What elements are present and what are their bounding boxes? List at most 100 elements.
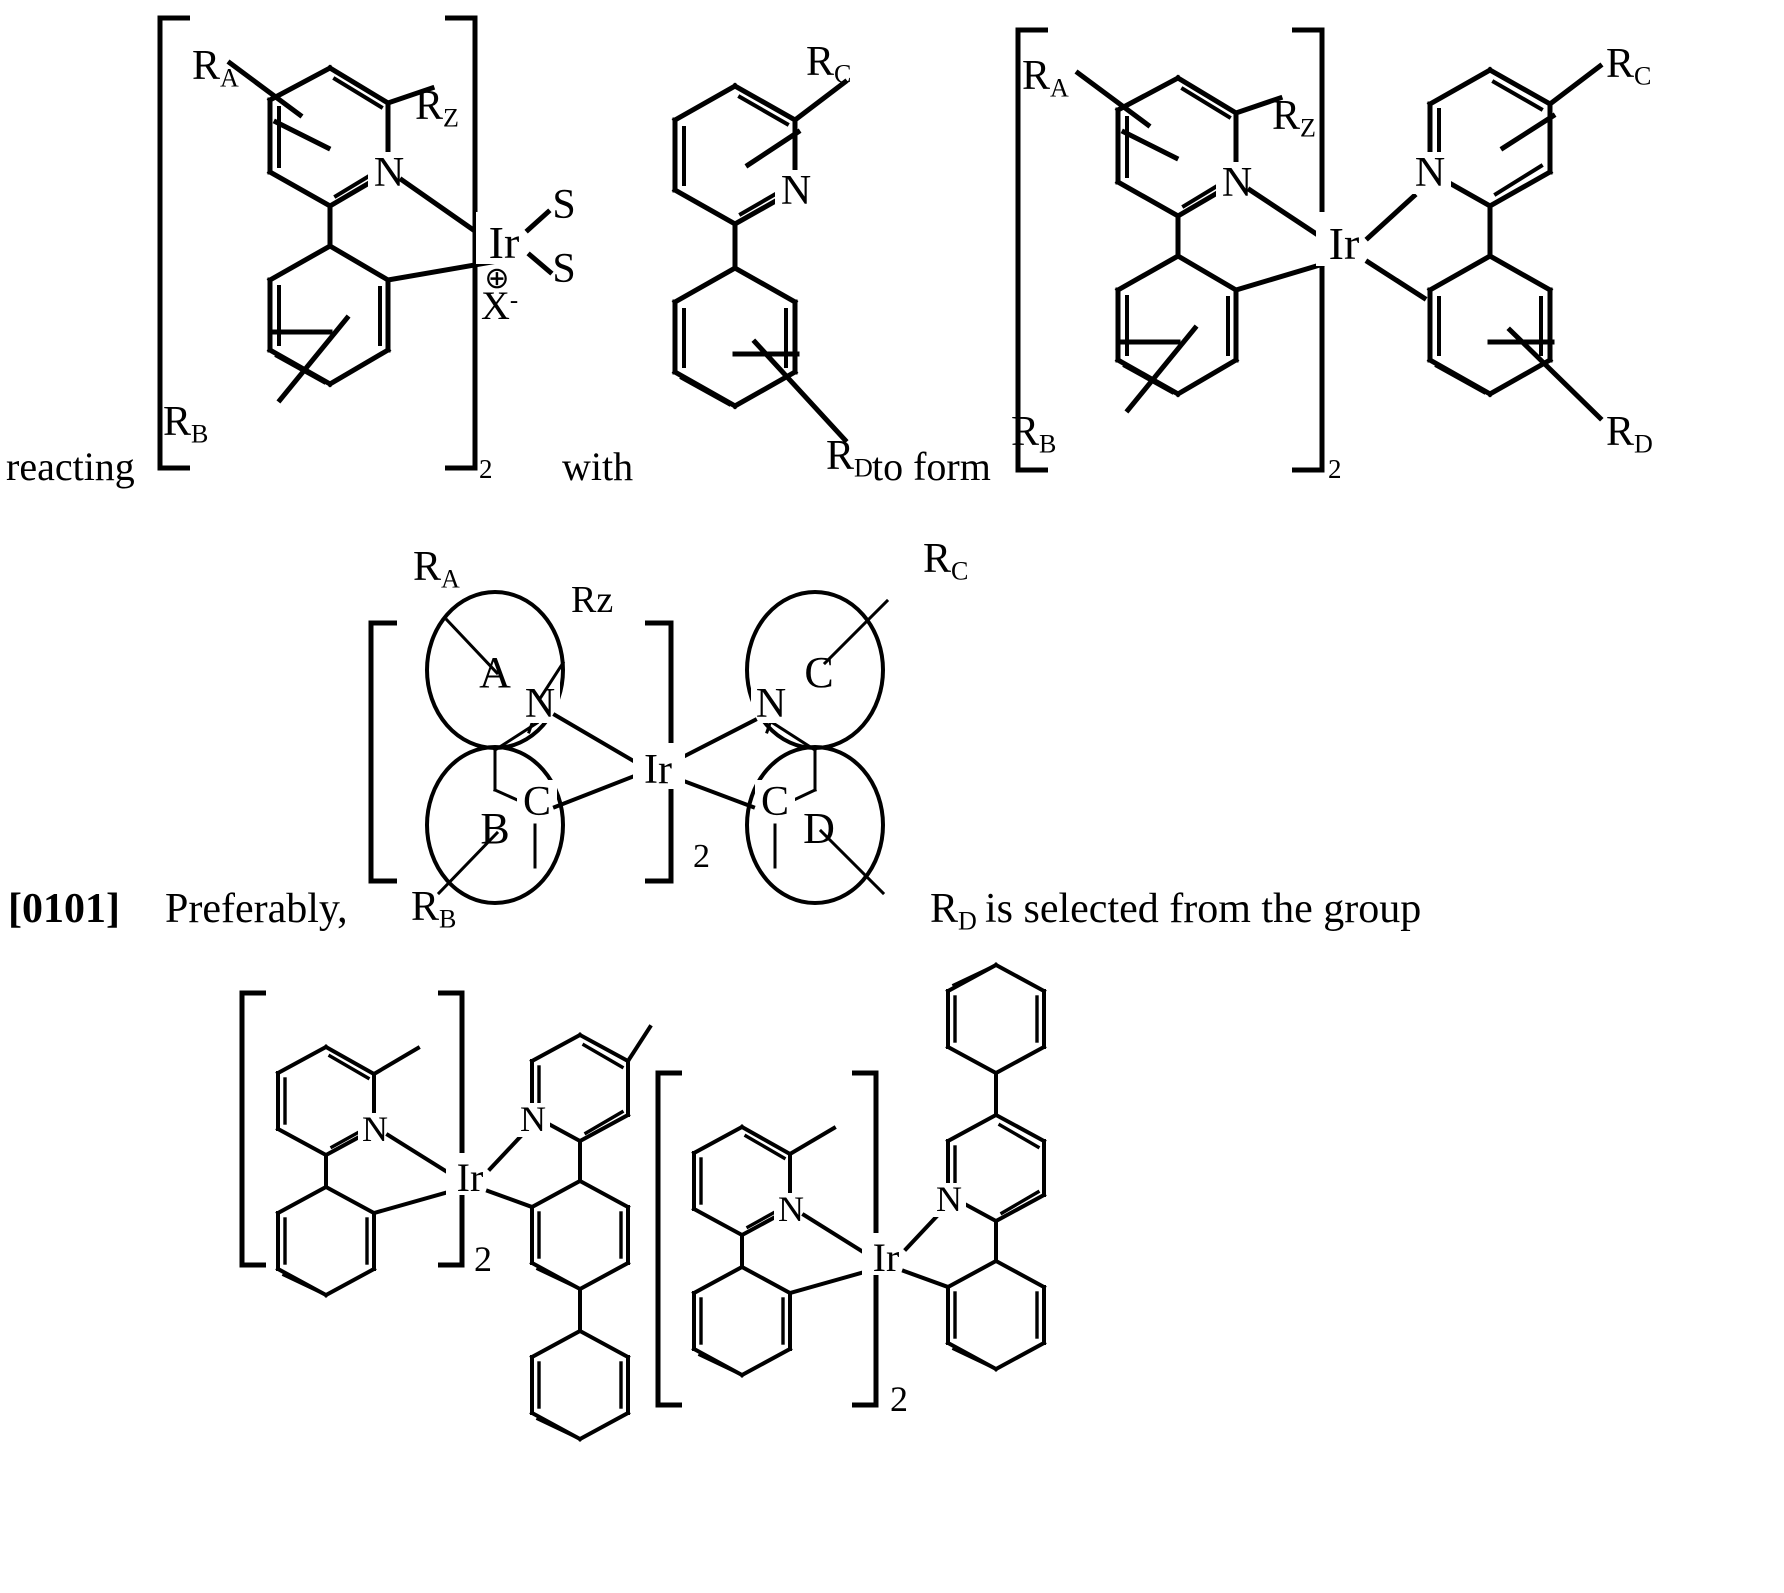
atom-label-n: N [781, 168, 811, 214]
label-ra-3: RA [1022, 52, 1069, 103]
bond-rd-4 [818, 828, 886, 896]
n-label-bg-3l [1216, 162, 1258, 204]
atom-label-n: N [778, 1189, 804, 1229]
bond-rb-3 [1124, 324, 1199, 414]
phenyl-substituent-ring-6 [945, 962, 1047, 1076]
bond-n-ir-4-left [552, 712, 640, 766]
bond-ir-s-lower-1 [526, 251, 554, 276]
label-rc-3: RC [1606, 40, 1651, 91]
label-r: R [826, 433, 855, 479]
ligand-label-s-lower: S [552, 246, 575, 292]
phenyl-ring-5-left [275, 1184, 377, 1298]
label-r: R [930, 886, 959, 932]
structure-1-solvate-cation: N Ir ⊕ S [157, 15, 576, 471]
atom-label-n: N [374, 150, 404, 196]
structure-3-product: N Ir [1015, 27, 1604, 473]
bond-ir-c-6-right [901, 1268, 951, 1290]
label-rc-2: RC [806, 38, 851, 89]
bracket-subscript-structure-1: 2 [479, 454, 493, 484]
ring-label-c: C [804, 648, 833, 697]
ir-label-bg-1 [476, 212, 536, 264]
c-label-bg-4l [517, 780, 557, 820]
bond-c-ir-6 [787, 1268, 871, 1296]
bond-ra-3 [1074, 69, 1152, 129]
bond-rz-4 [538, 660, 566, 700]
label-r-subscript: A [220, 63, 239, 93]
bond-ir-n-3-right [1364, 192, 1418, 242]
atom-label-ir: Ir [489, 217, 520, 268]
label-r: R [415, 83, 444, 129]
text-with: with [562, 444, 634, 489]
phenyl-ring-3-left [1114, 252, 1240, 398]
ring-slash-a-3 [1120, 128, 1180, 162]
phenyl-ring-1 [266, 242, 392, 388]
label-ra-4: RA [413, 543, 460, 594]
structure-6-phenylpyridyl-example: N Ir 2 [655, 962, 1047, 1419]
bond-rc-2 [791, 78, 849, 124]
label-r: R [923, 536, 952, 582]
bond-rb-4 [436, 830, 500, 896]
atom-label-n: N [1222, 160, 1252, 206]
structure-4-generic-rings: A B C D N C N C [368, 590, 890, 905]
bond-methyl-5-right [625, 1024, 653, 1064]
bond-ra-1 [226, 59, 304, 119]
atom-label-ir: Ir [644, 747, 672, 793]
bond-c-ir-5 [371, 1188, 455, 1216]
bond-rd-2 [751, 338, 849, 444]
bracket-left-1 [157, 15, 190, 471]
atom-label-ir: Ir [873, 1235, 900, 1280]
n-label-bg-6r [932, 1183, 966, 1217]
atom-label-n: N [936, 1179, 962, 1219]
c-label-bg-4r [755, 780, 795, 820]
label-rd-4: RD [930, 885, 977, 936]
terminal-phenyl-ring-5 [529, 1328, 631, 1442]
bond-rc-3 [1546, 62, 1604, 108]
label-rz-3: RZ [1272, 92, 1316, 143]
label-r: R [1011, 409, 1040, 455]
bracket-subscript-structure-4: 2 [693, 838, 710, 875]
label-r: R [1022, 53, 1051, 99]
bond-n-ir-5 [385, 1132, 455, 1178]
ring-slash-a-1 [272, 118, 332, 152]
bracket-right-1 [445, 15, 478, 471]
label-r: R [1606, 41, 1635, 87]
bracket-subscript-structure-5: 2 [474, 1239, 492, 1279]
label-r: R [413, 544, 442, 590]
n-label-bg-3r [1409, 152, 1451, 194]
label-r-subscript: D [958, 906, 977, 936]
bond-n-ir-6 [801, 1212, 871, 1258]
label-r-subscript: A [441, 564, 460, 594]
text-to-form: to form [872, 444, 991, 489]
bond-ir-c-5-right [485, 1188, 535, 1210]
metal-charge-symbol: ⊕ [484, 262, 509, 295]
atom-label-ir: Ir [1329, 218, 1360, 269]
ir-label-bg-5 [446, 1153, 494, 1195]
label-r: R [163, 399, 192, 445]
label-r: R [806, 39, 835, 85]
label-r-subscript: Z [443, 103, 459, 133]
label-rz-1: RZ [415, 82, 459, 133]
bond-rc-4 [822, 598, 890, 666]
label-r-subscript: Z [1300, 113, 1316, 143]
phenyl-ring-6-left [691, 1264, 793, 1378]
label-r-subscript: C [834, 59, 852, 89]
counterion-minus: - [509, 286, 519, 314]
ring-label-d: D [803, 804, 835, 853]
n-label-bg-5r [516, 1103, 550, 1137]
label-r-subscript: C [951, 556, 969, 586]
bond-ir-c-3-right [1364, 258, 1428, 302]
bracket-right-5 [438, 990, 465, 1268]
bond-ir-n-4-right [672, 717, 758, 764]
label-r-subscript: D [1634, 429, 1653, 459]
bracket-left-5 [239, 990, 266, 1268]
bond-c-ir-1 [385, 259, 495, 283]
label-rc-4: RC [923, 535, 968, 586]
label-rb-4: RB [411, 883, 456, 934]
label-r-subscript: D [854, 453, 873, 483]
label-rb-1: RB [163, 398, 208, 449]
label-rb-3: RB [1011, 408, 1056, 459]
phenyl-ring-3-right [1426, 252, 1554, 398]
label-rd-3: RD [1606, 408, 1653, 459]
bond-c-ir-3-left [1232, 258, 1334, 294]
